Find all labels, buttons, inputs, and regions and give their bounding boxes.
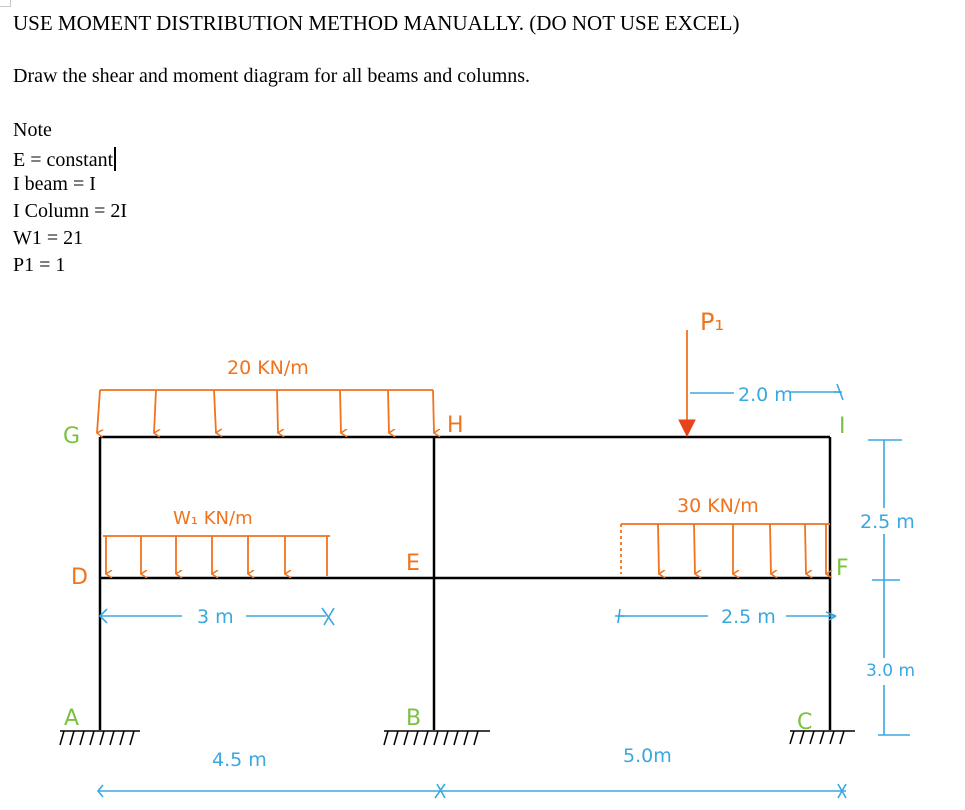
page-corner-mark xyxy=(0,0,11,7)
label-p1: P₁ xyxy=(700,308,724,336)
node-h: H xyxy=(447,413,464,438)
dimension-3m xyxy=(98,607,335,626)
load-labels: 20 KN/m W₁ KN/m 30 KN/m P₁ xyxy=(173,308,759,529)
dimension-2m xyxy=(690,383,844,401)
instruction-text: Draw the shear and moment diagram for al… xyxy=(13,65,531,87)
label-w1-kn-m: W₁ KN/m xyxy=(173,508,253,529)
note-line: W1 = 21 xyxy=(13,227,84,249)
fixed-supports xyxy=(59,730,855,746)
label-right-2-5m: 2.5 m xyxy=(860,511,915,533)
support-b xyxy=(383,730,490,746)
label-20-kn-m: 20 KN/m xyxy=(227,357,309,379)
text-cursor xyxy=(114,147,116,171)
label-3m: 3 m xyxy=(197,606,234,628)
node-i: I xyxy=(839,414,846,439)
page-heading: USE MOMENT DISTRIBUTION METHOD MANUALLY.… xyxy=(13,11,740,35)
distributed-load-top xyxy=(97,389,434,433)
dimension-labels: 2.0 m 3 m 2.5 m 4.5 m 5.0m 2.5 m 3.0 m xyxy=(197,384,915,771)
support-a xyxy=(59,730,140,746)
frame-members xyxy=(98,435,832,730)
distributed-load-w1 xyxy=(103,535,330,576)
note-line: I Column = 2I xyxy=(13,200,128,222)
distributed-load-30 xyxy=(620,523,830,574)
support-c xyxy=(789,730,855,745)
node-b: B xyxy=(406,706,421,731)
node-e: E xyxy=(406,551,420,576)
node-d: D xyxy=(71,565,88,590)
point-load-p1 xyxy=(678,330,696,438)
label-2-5m: 2.5 m xyxy=(721,606,776,628)
node-a: A xyxy=(64,706,79,731)
node-g: G xyxy=(63,424,80,449)
dimension-2-5m xyxy=(615,608,837,624)
note-line[interactable]: E = constant xyxy=(13,147,116,171)
note-line: P1 = 1 xyxy=(13,254,66,276)
node-f: F xyxy=(836,556,849,581)
node-labels: G H I D E F A B C xyxy=(63,413,849,735)
note-e-text: E = constant xyxy=(13,149,114,171)
dimension-bottom xyxy=(96,783,847,799)
note-line: I beam = I xyxy=(13,173,96,195)
label-5m: 5.0m xyxy=(623,745,672,767)
label-4-5m: 4.5 m xyxy=(212,749,267,771)
note-title: Note xyxy=(13,119,52,141)
dimension-vertical xyxy=(868,439,910,736)
label-right-3m: 3.0 m xyxy=(866,661,915,681)
label-30-kn-m: 30 KN/m xyxy=(677,495,759,517)
label-2m: 2.0 m xyxy=(738,384,793,406)
node-c: C xyxy=(797,710,812,735)
